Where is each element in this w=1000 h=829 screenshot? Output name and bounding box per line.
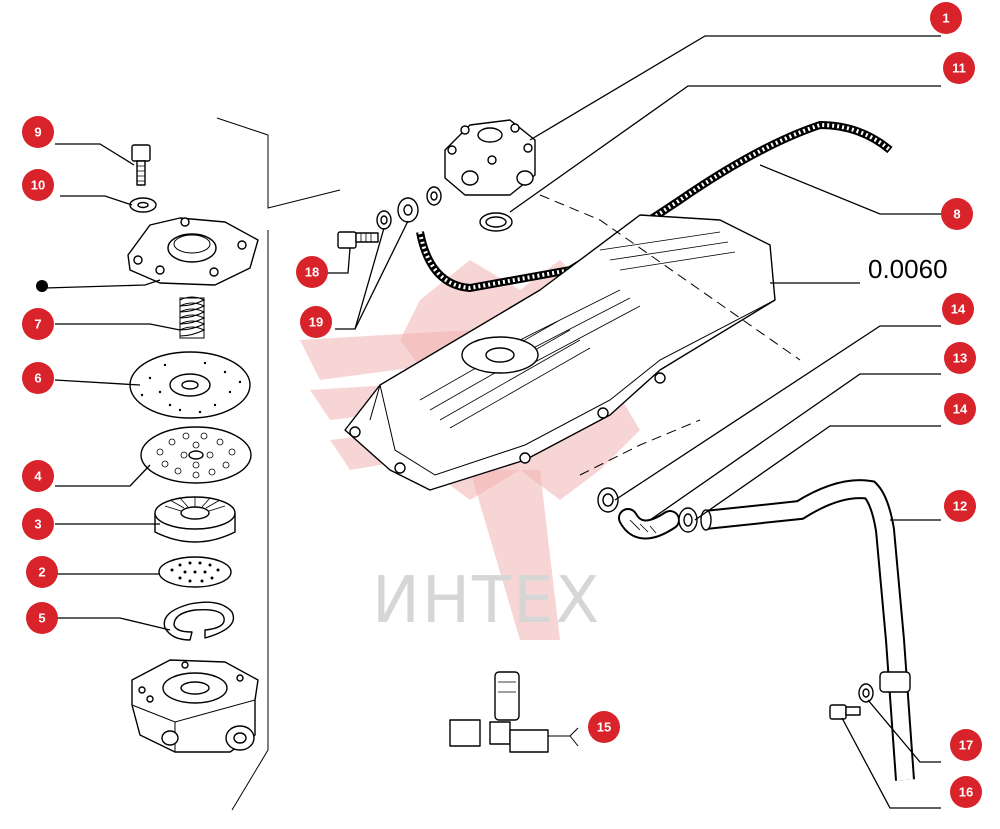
cover-plate: [127, 217, 259, 286]
assembly-line: [539, 194, 801, 361]
svg-text:2: 2: [38, 565, 45, 580]
callout-17: 17: [950, 729, 982, 761]
callout-15: 15: [588, 711, 620, 743]
svg-text:7: 7: [34, 317, 41, 332]
callout-18: 18: [296, 256, 328, 288]
perforated-disc-4: [140, 426, 252, 484]
callout-1: 1: [930, 2, 962, 34]
svg-text:16: 16: [959, 785, 973, 800]
spring-7: [179, 296, 206, 339]
oring-11: [479, 212, 513, 232]
reference-dot: [36, 280, 48, 292]
breather-tube-8: [416, 120, 893, 293]
svg-text:1: 1: [942, 11, 949, 26]
callout-5: 5: [26, 602, 58, 634]
breather-valve-1: [444, 119, 536, 196]
watermark-text: ИНТЕХ: [372, 564, 601, 638]
bolt-18: [337, 231, 379, 249]
pipe-12: [700, 479, 915, 781]
clamp-14a: [597, 487, 619, 513]
svg-text:11: 11: [952, 61, 966, 76]
filter-element-3: [154, 496, 236, 543]
svg-text:12: 12: [953, 499, 967, 514]
leader-lines: [44, 35, 941, 809]
callout-3: 3: [22, 508, 54, 540]
callout-12: 12: [944, 490, 976, 522]
svg-text:9: 9: [34, 125, 41, 140]
assembly-line-2: [579, 419, 701, 476]
valve-cover: [344, 214, 776, 491]
small-disc-2: [158, 556, 232, 588]
svg-text:6: 6: [34, 371, 41, 386]
svg-text:14: 14: [953, 402, 968, 417]
washers-19: [376, 186, 442, 230]
svg-text:15: 15: [597, 720, 611, 735]
svg-text:17: 17: [959, 738, 973, 753]
callout-6: 6: [22, 362, 54, 394]
callout-11: 11: [943, 52, 975, 84]
callout-13: 13: [944, 342, 976, 374]
svg-text:8: 8: [953, 207, 960, 222]
callout-16: 16: [950, 776, 982, 808]
washer-10: [129, 197, 157, 213]
clamp-14b: [678, 507, 698, 533]
hose-13: [618, 508, 680, 540]
svg-text:18: 18: [305, 265, 319, 280]
svg-text:13: 13: [953, 351, 967, 366]
svg-text:4: 4: [34, 469, 42, 484]
svg-text:5: 5: [38, 611, 45, 626]
catalog-code: 0.0060: [868, 254, 948, 284]
callout-4: 4: [22, 460, 54, 492]
section-divider-top: [216, 117, 341, 209]
svg-text:14: 14: [951, 302, 966, 317]
callout-19: 19: [300, 306, 332, 338]
snap-ring-5: [163, 601, 235, 641]
svg-text:10: 10: [31, 178, 45, 193]
callout-10: 10: [22, 169, 54, 201]
filter-disc-6: [129, 351, 251, 419]
washer-17: [858, 683, 874, 703]
pump-housing: [131, 659, 259, 753]
svg-text:19: 19: [309, 315, 323, 330]
callout-7: 7: [22, 308, 54, 340]
svg-text:3: 3: [34, 517, 41, 532]
callout-14-top: 14: [942, 293, 974, 325]
sensor-assembly-15: [449, 671, 579, 753]
callout-14-bottom: 14: [944, 393, 976, 425]
section-divider-left: [231, 230, 269, 811]
callout-9: 9: [22, 116, 54, 148]
bolt-9: [131, 144, 151, 186]
callout-2: 2: [26, 556, 58, 588]
bolt-16: [829, 704, 861, 720]
callout-8: 8: [941, 198, 973, 230]
